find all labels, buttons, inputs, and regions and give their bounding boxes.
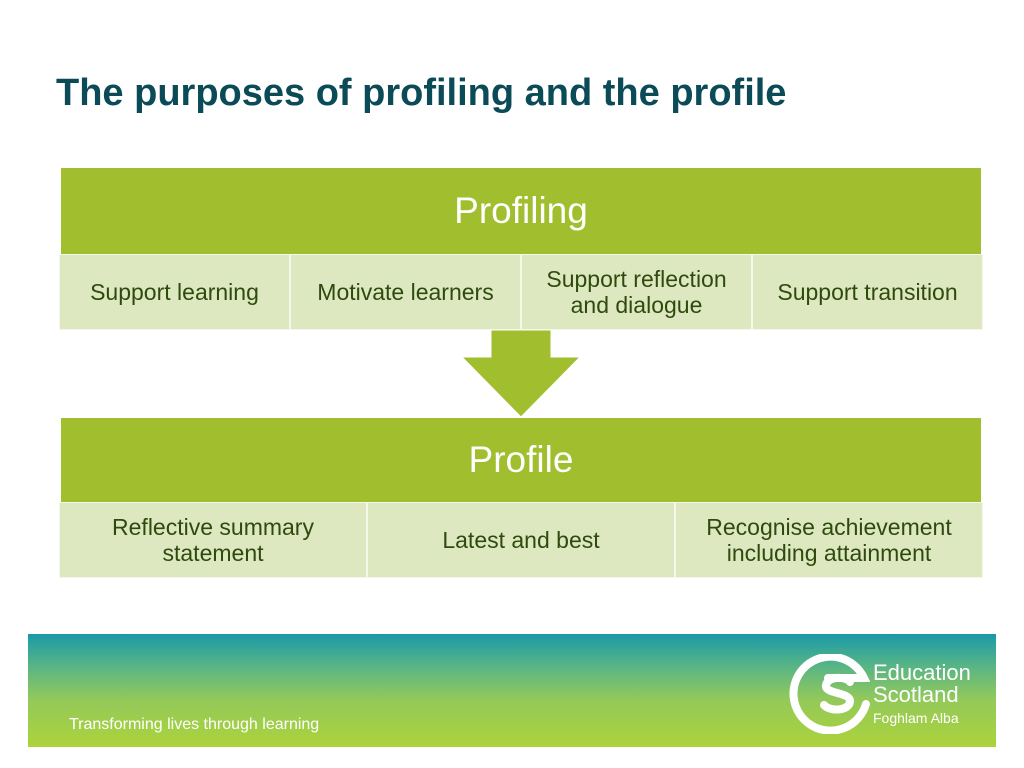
education-scotland-logo-icon — [789, 654, 870, 734]
profile-item-reflective-summary: Reflective summary statement — [59, 502, 367, 578]
profiling-header: Profiling — [61, 168, 981, 254]
profile-block: Profile Reflective summary statement Lat… — [59, 418, 983, 578]
profiling-item-support-learning: Support learning — [59, 254, 290, 330]
down-arrow-icon — [461, 330, 581, 418]
page-title: The purposes of profiling and the profil… — [56, 72, 787, 114]
brand-education: Education — [873, 660, 971, 685]
brand-scotland: Scotland — [873, 682, 959, 707]
education-scotland-wordmark: Education Scotland Foghlam Alba — [873, 660, 971, 727]
profiling-item-support-reflection: Support reflection and dialogue — [521, 254, 752, 330]
footer-banner: Transforming lives through learning Educ… — [28, 634, 996, 747]
profile-item-recognise-achievement: Recognise achievement including attainme… — [675, 502, 983, 578]
profiling-item-motivate-learners: Motivate learners — [290, 254, 521, 330]
profile-item-latest-and-best: Latest and best — [367, 502, 675, 578]
profile-items: Reflective summary statement Latest and … — [59, 502, 983, 578]
profiling-block: Profiling Support learning Motivate lear… — [59, 168, 983, 330]
profiling-items: Support learning Motivate learners Suppo… — [59, 254, 983, 330]
brand-foghlam-alba: Foghlam Alba — [873, 710, 959, 726]
footer-tagline: Transforming lives through learning — [69, 716, 320, 733]
profiling-item-support-transition: Support transition — [752, 254, 983, 330]
profile-header: Profile — [61, 418, 981, 502]
